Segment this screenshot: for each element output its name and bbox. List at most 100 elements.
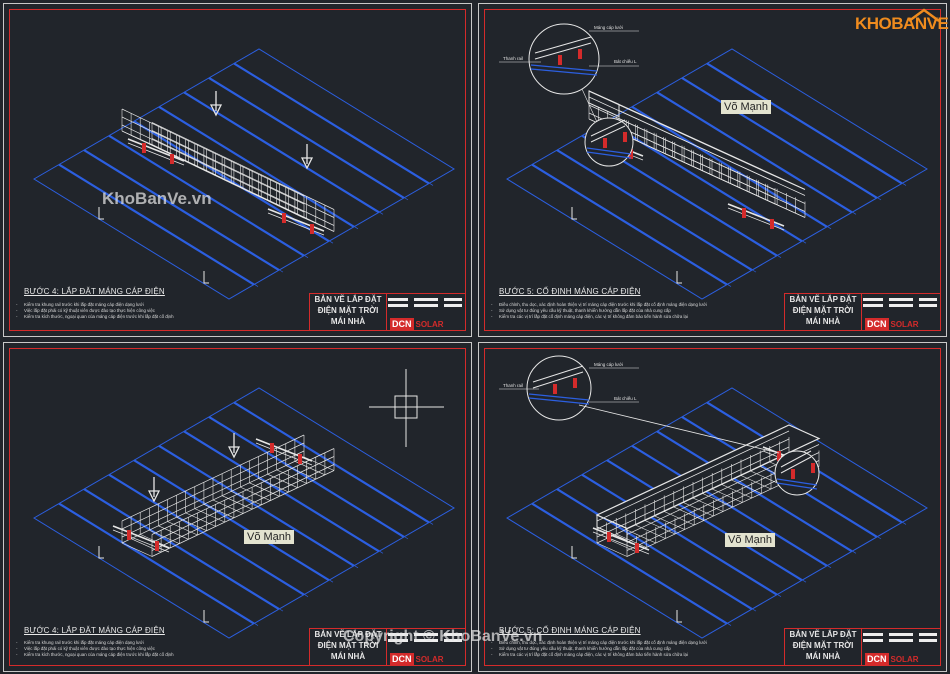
roof-rib [108, 134, 305, 257]
roof-rib-edge [112, 137, 309, 258]
title-line-3: MÁI NHÀ [330, 317, 366, 326]
note-item: Sử dụng vật tư đúng yêu cầu kỹ thuật, th… [491, 308, 707, 314]
tray-rail-wire [121, 124, 305, 213]
roof-rib-edge [710, 65, 907, 186]
title-block-stripes [863, 633, 937, 642]
note-item: Điều chỉnh, thu dọc, xác định hoàn thiện… [491, 640, 707, 646]
roof-rib-edge [535, 166, 732, 287]
roof-post [571, 546, 682, 623]
step-title: BƯỚC 4: LẮP ĐẶT MÁNG CÁP ĐIỆN [24, 626, 165, 635]
roof-rib-edge [87, 490, 284, 612]
detail-bracket [791, 469, 795, 479]
roof-rib [233, 62, 430, 185]
roof-rib [681, 76, 878, 199]
title-block: BẢN VẼ LẮP ĐẶT ĐIỆN MẶT TRỜI MÁI NHÀ DCN… [784, 628, 941, 666]
detail-tray [534, 36, 592, 60]
tray-rail-wire [151, 464, 335, 551]
title-block-text: BẢN VẼ LẮP ĐẶT ĐIỆN MẶT TRỜI MÁI NHÀ [310, 629, 387, 665]
tray-rail-wire [596, 446, 790, 538]
title-block: BẢN VẼ LẮP ĐẶT ĐIỆN MẶT TRỜI MÁI NHÀ DCN… [309, 628, 466, 666]
title-line-3: MÁI NHÀ [805, 652, 841, 661]
tray-rail-wire [596, 430, 790, 522]
roof-rib [58, 502, 255, 625]
l-bracket [282, 213, 286, 223]
roof-rib [581, 473, 778, 596]
step-title: BƯỚC 5: CỐ ĐỊNH MÁNG CÁP ĐIỆN [499, 626, 641, 635]
title-line-1: BẢN VẼ LẮP ĐẶT [789, 295, 857, 304]
roof-post [98, 207, 209, 284]
roof-rib-edge [560, 151, 757, 273]
roof-rib [83, 149, 280, 272]
detail-bracket [578, 49, 582, 59]
callout-tray-label: Máng cáp lưới [594, 25, 623, 30]
roof-rib-edge [162, 108, 359, 230]
roof-rib-edge [112, 476, 309, 597]
step-notes: Điều chỉnh, thu dọc, xác định hoàn thiện… [491, 640, 707, 659]
cable-tray [121, 108, 335, 232]
roof-rib [183, 430, 380, 553]
detail-callout-circle [584, 117, 634, 167]
roof-rib-edge [187, 94, 384, 215]
l-bracket [155, 541, 159, 551]
note-item: Kiểm tra kích thước, ngoại quan của máng… [16, 314, 174, 320]
roof-rib-edge [660, 433, 857, 554]
l-bracket [298, 454, 302, 464]
tray-rail-wire [151, 144, 335, 232]
tray-mesh-wire [606, 538, 637, 553]
tray-rail-wire [151, 138, 335, 226]
tray-rail-wire [151, 122, 335, 210]
tray-rail-wire [121, 116, 305, 205]
leader-line [581, 88, 598, 123]
title-block: BẢN VẼ LẮP ĐẶT ĐIỆN MẶT TRỜI MÁI NHÀ DCN… [309, 293, 466, 331]
roof-rib [83, 488, 280, 611]
title-line-3: MÁI NHÀ [805, 317, 841, 326]
roof-rib-edge [610, 122, 807, 244]
khobanve-site-logo: KHOBANVE [855, 8, 949, 34]
roof-rib-edge [212, 418, 409, 540]
roof-rib [108, 473, 305, 596]
mounting-rail [727, 207, 785, 231]
roof-rib [183, 91, 380, 214]
tray-mesh-wire [121, 542, 153, 557]
logo-mark: DCN [390, 653, 414, 665]
title-line-2: ĐIỆN MẶT TRỜI [792, 641, 854, 650]
l-bracket [127, 530, 131, 540]
roof-outline [506, 387, 928, 639]
roof-rib-edge [535, 505, 732, 626]
title-block-stripes [388, 298, 462, 307]
title-line-1: BẢN VẼ LẮP ĐẶT [789, 630, 857, 639]
tray-mesh-wire [596, 542, 628, 557]
tray-rail-wire [121, 456, 305, 544]
l-bracket [607, 532, 611, 542]
leader-line [578, 404, 780, 454]
mounting-rail [267, 212, 325, 236]
tray-rail-wire [121, 108, 305, 197]
l-bracket [635, 543, 639, 553]
roof-rib [58, 163, 255, 286]
roof-panel-drawing [499, 355, 928, 639]
mounting-rail [127, 138, 185, 162]
detail-bracket [623, 132, 627, 142]
roof-rib [606, 120, 803, 243]
roof-rib-edge [212, 79, 409, 201]
roof-rib-edge [237, 65, 434, 186]
roof-panel-drawing [33, 369, 455, 639]
roof-outline [33, 48, 455, 300]
mounting-rail [592, 531, 650, 555]
drawing-sheet-step4-bottom: Võ Mạnh BƯỚC 4: LẮP ĐẶT MÁNG CÁP ĐIỆN Ki… [3, 342, 472, 672]
drawing-sheet-step4-top: BƯỚC 4: LẮP ĐẶT MÁNG CÁP ĐIỆN Kiểm tra k… [3, 3, 472, 337]
callout-bracket-label: Bát chiếu L [614, 396, 637, 401]
mounting-rail [727, 203, 785, 227]
sheet-frame [484, 348, 941, 666]
roof-rib [706, 62, 903, 185]
mounting-rail [267, 208, 325, 232]
title-block-text: BẢN VẼ LẮP ĐẶT ĐIỆN MẶT TRỜI MÁI NHÀ [310, 294, 387, 330]
tray-rail-wire [618, 118, 806, 204]
detail-callout-circle [528, 23, 600, 95]
roof-rib [158, 105, 355, 228]
down-arrow-icon [300, 144, 314, 170]
